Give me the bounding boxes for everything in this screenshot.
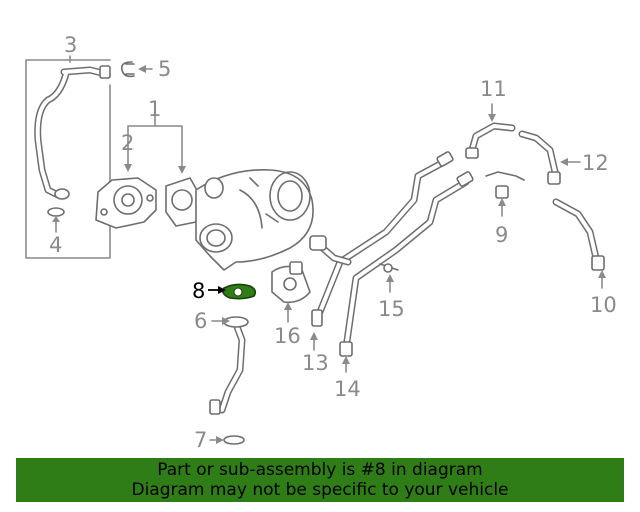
turbo-flange: [165, 177, 199, 227]
callout-2: 2: [121, 131, 134, 155]
callout-8: 8: [192, 279, 205, 303]
part-11-hose: [465, 103, 516, 159]
callout-5: 5: [158, 57, 171, 81]
part-7-oring: [209, 435, 245, 445]
callout-3: 3: [64, 33, 77, 57]
info-banner: Part or sub-assembly is #8 in diagram Di…: [16, 458, 624, 502]
callout-9: 9: [495, 223, 508, 247]
banner-line-disclaimer: Diagram may not be specific to your vehi…: [131, 480, 509, 500]
banner-line-part-number: Part or sub-assembly is #8 in diagram: [157, 460, 483, 480]
callout-11: 11: [480, 77, 507, 101]
part-8-gasket-highlighted: [208, 283, 257, 300]
callout-15: 15: [378, 297, 405, 321]
part-3-fitting: [99, 65, 111, 79]
part-12-hose: [518, 130, 581, 185]
part-3-tube: [34, 66, 110, 200]
callout-14: 14: [334, 377, 361, 401]
part-3-group: [25, 55, 111, 259]
callout-4: 4: [49, 233, 62, 257]
part-15-sensor: [379, 263, 399, 293]
callout-7: 7: [194, 428, 207, 452]
callout-1: 1: [148, 97, 161, 121]
turbo-outlet: [199, 223, 233, 253]
callout-16: 16: [274, 324, 301, 348]
leader-1-bracket: [127, 125, 183, 171]
callout-13: 13: [302, 351, 329, 375]
turbo-compressor-inlet: [269, 171, 311, 221]
part-5-clamp: [120, 61, 153, 78]
part-6-oil-line: [209, 316, 249, 415]
part-4-seal: [47, 207, 65, 233]
part-13-pipe: [316, 158, 448, 316]
callout-6: 6: [194, 309, 207, 333]
part-13-14-pipes: [309, 151, 474, 373]
part-10-hose: [552, 198, 606, 289]
part-9-fitting: [485, 171, 525, 217]
part-1-turbocharger: [165, 169, 314, 271]
part-3-banjo: [54, 188, 70, 200]
part-16-housing: [271, 261, 311, 323]
callout-12: 12: [582, 151, 609, 175]
part-2-actuator: [95, 177, 157, 229]
callout-10: 10: [590, 293, 617, 317]
